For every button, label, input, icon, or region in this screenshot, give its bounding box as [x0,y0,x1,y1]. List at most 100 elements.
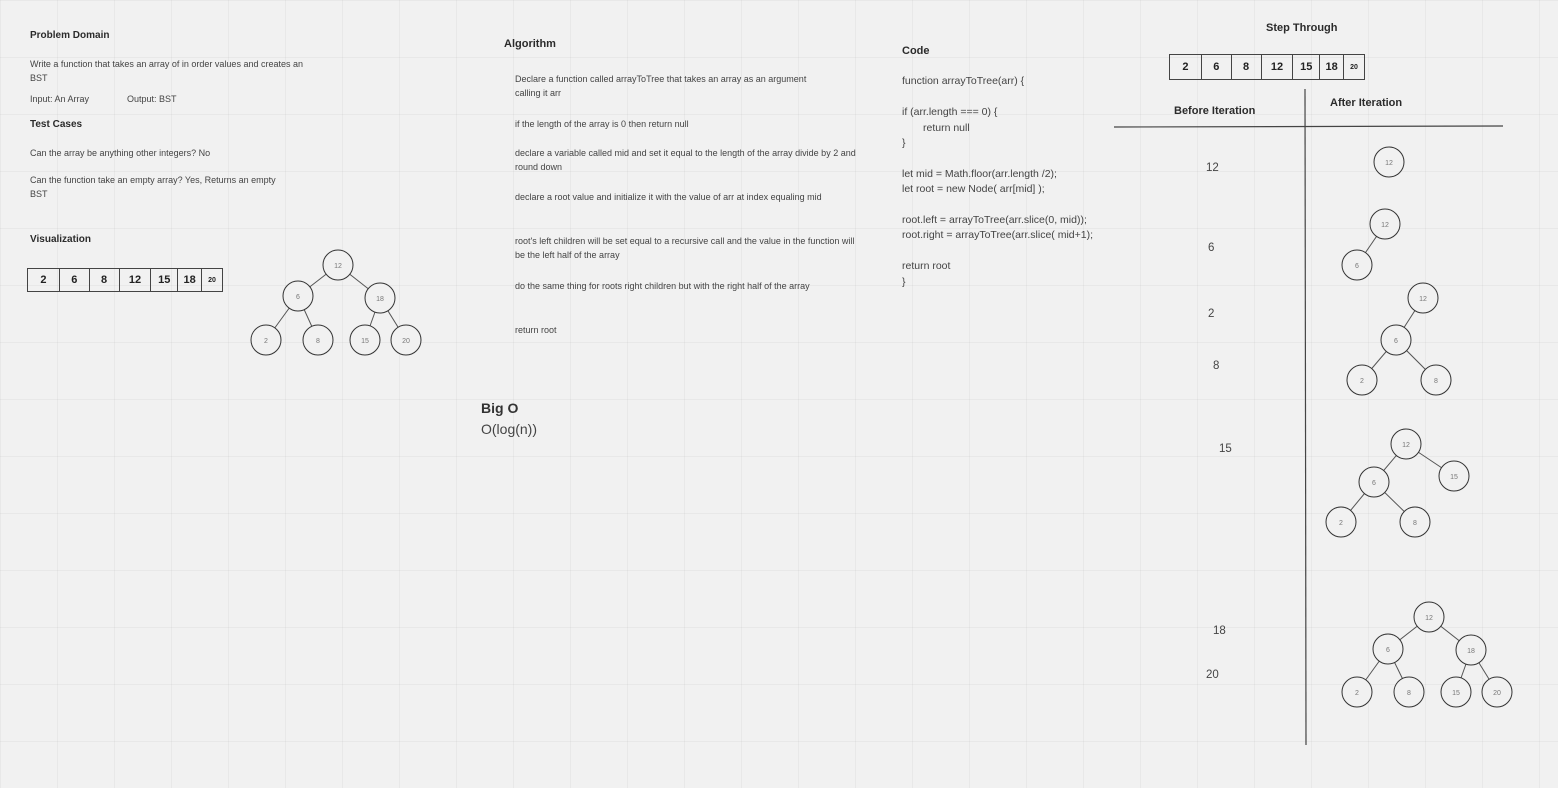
visualization-tree: 12 6 18 2 8 15 20 [250,249,422,356]
code-line: let root = new Node( arr[mid] ); [902,183,1045,195]
problem-description: Write a function that takes an array of … [30,59,303,83]
step-tree-3: 12 6 2 8 [1346,282,1452,396]
before-value: 6 [1208,242,1215,254]
code-line: } [902,137,906,149]
before-value: 18 [1213,625,1226,637]
tree-node-label: 12 [1402,442,1410,449]
code-line: return null [923,122,970,134]
array-cell: 2 [1170,55,1202,79]
array-cell: 18 [1320,55,1345,79]
before-value: 8 [1213,360,1220,372]
array-cell: 15 [1293,55,1321,79]
algorithm-step-4: declare a root value and initialize it w… [515,192,822,202]
tree-node: 6 [1358,466,1390,498]
array-cell: 6 [60,269,90,291]
tree-node-label: 6 [1394,338,1398,345]
tree-node-label: 6 [1355,263,1359,270]
tree-node-label: 15 [1450,474,1458,481]
tree-node-label: 20 [1493,690,1501,697]
tree-node: 2 [1325,506,1357,538]
tree-node: 6 [1380,324,1412,356]
test-case-2: Can the function take an empty array? Ye… [30,175,276,199]
tree-node-label: 6 [1372,480,1376,487]
array-cell: 20 [208,276,216,284]
code-heading: Code [902,45,930,57]
tree-node: 20 [1481,676,1513,708]
array-cell: 15 [151,269,179,291]
visualization-heading: Visualization [30,234,91,245]
tree-node-label: 12 [334,263,342,270]
algorithm-step-3: declare a variable called mid and set it… [515,148,856,172]
step-through-heading: Step Through [1266,22,1338,34]
tree-node: 8 [1420,364,1452,396]
code-line: } [902,276,906,288]
step-tree-5: 12 6 18 2 8 15 20 [1341,601,1513,708]
tree-node-label: 12 [1381,222,1389,229]
code-line: function arrayToTree(arr) { [902,75,1025,87]
tree-node-label: 2 [1339,520,1343,527]
tree-node-label: 2 [264,338,268,345]
tree-node: 15 [1440,676,1472,708]
tree-node-label: 15 [1452,690,1460,697]
tree-node: 12 [1413,601,1445,633]
array-cell: 8 [90,269,120,291]
array-cell: 12 [120,269,152,291]
code-line: return root [902,260,951,272]
tree-node: 12 [1373,146,1405,178]
tree-node: 2 [1346,364,1378,396]
tree-node-label: 18 [376,296,384,303]
before-value: 20 [1206,669,1219,681]
tree-node: 8 [1393,676,1425,708]
tree-node-label: 12 [1385,160,1393,167]
before-value: 15 [1219,443,1232,455]
step-tree-4: 12 6 15 2 8 [1325,428,1470,538]
problem-domain-heading: Problem Domain [30,30,110,41]
code-line: root.right = arrayToTree(arr.slice( mid+… [902,229,1094,241]
before-iteration-label: Before Iteration [1174,105,1256,117]
problem-output: Output: BST [127,94,177,104]
tree-node-label: 6 [1386,647,1390,654]
tree-node: 15 [1438,460,1470,492]
algorithm-step-2: if the length of the array is 0 then ret… [515,119,689,129]
code-line: root.left = arrayToTree(arr.slice(0, mid… [902,214,1087,226]
tree-node-label: 20 [402,338,410,345]
tree-node: 8 [302,324,334,356]
problem-input: Input: An Array [30,94,90,104]
step-tree-1: 12 [1373,146,1405,178]
array-cell: 12 [1262,55,1294,79]
algorithm-step-6: do the same thing for roots right childr… [515,281,810,291]
tree-node-label: 2 [1360,378,1364,385]
before-value: 12 [1206,162,1219,174]
tree-node-label: 12 [1419,296,1427,303]
tree-node: 6 [1341,249,1373,281]
test-cases-heading: Test Cases [30,119,83,130]
tree-node-label: 12 [1425,615,1433,622]
tree-node: 8 [1399,506,1431,538]
algorithm-step-1: Declare a function called arrayToTree th… [515,74,807,98]
table-vertical-line [1304,88,1307,746]
algorithm-heading: Algorithm [504,38,556,50]
array-cell: 20 [1350,63,1358,71]
tree-node-label: 8 [1413,520,1417,527]
tree-node-label: 2 [1355,690,1359,697]
algorithm-step-5: root's left children will be set equal t… [515,236,855,260]
array-cell: 6 [1202,55,1232,79]
code-line: let mid = Math.floor(arr.length /2); [902,168,1057,180]
tree-node: 12 [1407,282,1439,314]
tree-node: 20 [390,324,422,356]
tree-node: 12 [1390,428,1422,460]
tree-node-label: 15 [361,338,369,345]
tree-node-label: 8 [1407,690,1411,697]
test-case-1: Can the array be anything other integers… [30,148,211,158]
tree-node: 12 [1369,208,1401,240]
algorithm-step-7: return root [515,325,557,335]
visualization-array: 2 6 8 12 15 18 20 [27,268,223,292]
array-cell: 18 [178,269,203,291]
tree-node: 18 [364,282,396,314]
tree-node-label: 6 [296,294,300,301]
before-value: 2 [1208,308,1215,320]
array-cell: 8 [1232,55,1262,79]
tree-node: 6 [282,280,314,312]
tree-node-label: 8 [1434,378,1438,385]
table-horizontal-line [1113,125,1504,128]
